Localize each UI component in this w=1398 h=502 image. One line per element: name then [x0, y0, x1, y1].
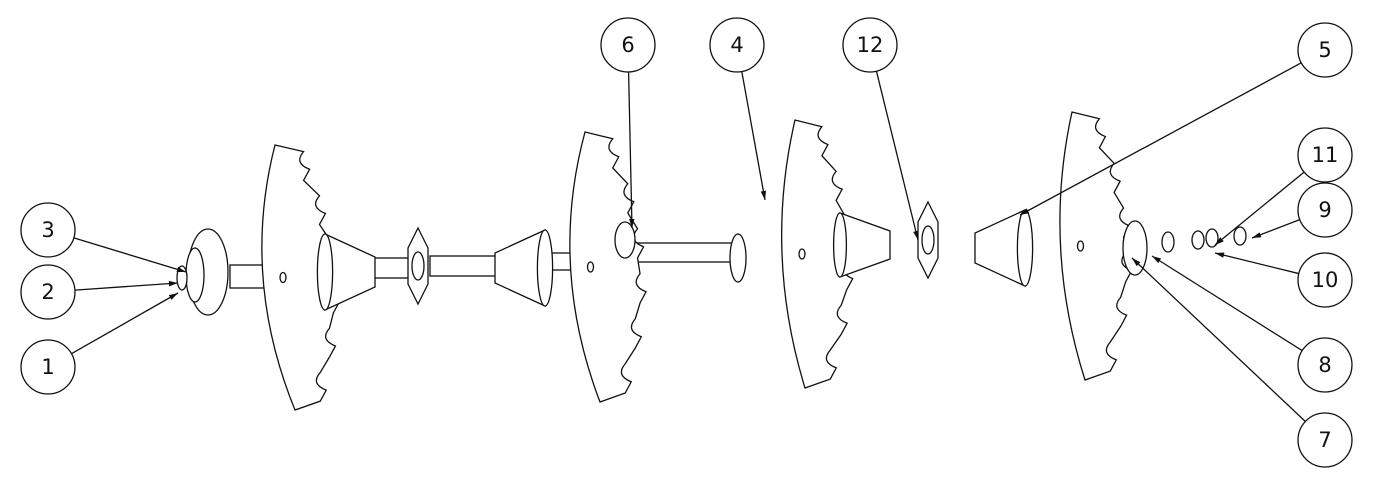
balloon-9: 9	[1297, 182, 1353, 238]
disc-outline	[569, 131, 647, 403]
balloon-label: 12	[857, 33, 884, 57]
disc-outline	[781, 119, 854, 389]
leader-line	[1214, 252, 1299, 275]
balloon-4: 4	[709, 17, 765, 73]
balloon-label: 9	[1318, 198, 1331, 222]
hub-cone-face	[536, 229, 554, 307]
leader-lines	[71, 62, 1306, 422]
balloons-layer: 3 2 1 6 4 12 5 11 9 10 8 7	[20, 17, 1353, 468]
balloon-5: 5	[1297, 22, 1353, 78]
shaft	[429, 255, 501, 277]
washer	[1161, 231, 1175, 253]
flange-bearing	[917, 200, 939, 280]
balloon-circle	[20, 264, 76, 320]
disc-outline	[1059, 111, 1133, 381]
disc-hole	[798, 248, 806, 260]
balloon-6: 6	[600, 17, 656, 73]
balloon-circle	[1297, 127, 1353, 183]
serrated-disc	[1059, 111, 1133, 381]
balloon-7: 7	[1297, 412, 1353, 468]
nut	[1191, 230, 1205, 250]
balloon-label: 8	[1318, 353, 1331, 377]
leader-line	[1131, 257, 1306, 422]
leader-line	[74, 280, 179, 291]
leader-line	[71, 292, 179, 355]
hub-cone	[839, 212, 891, 278]
shaft	[629, 242, 736, 263]
parts-layer	[176, 111, 1247, 411]
balloon-1: 1	[20, 339, 76, 395]
serrated-disc	[569, 131, 647, 403]
leader-line	[73, 237, 187, 273]
balloon-label: 10	[1312, 268, 1339, 292]
flange-bearing	[407, 226, 429, 306]
leader-line	[1251, 219, 1301, 239]
balloon-label: 11	[1312, 143, 1339, 167]
balloon-circle	[1297, 337, 1353, 393]
balloon-circle	[1297, 182, 1353, 238]
nut	[1233, 226, 1247, 246]
bearing	[185, 247, 205, 303]
flange-bore	[921, 225, 935, 255]
balloon-2: 2	[20, 264, 76, 320]
serrated-disc	[781, 119, 854, 389]
balloon-label: 7	[1318, 428, 1331, 452]
hub-cone-face	[832, 212, 848, 278]
balloon-8: 8	[1297, 337, 1353, 393]
leader-line	[1214, 171, 1305, 246]
disc-hole	[1076, 240, 1085, 252]
balloon-11: 11	[1297, 127, 1353, 183]
leader-line	[875, 71, 919, 241]
balloon-circle	[1297, 22, 1353, 78]
balloon-circle	[20, 339, 76, 395]
balloon-circle	[1297, 412, 1353, 468]
balloon-circle	[20, 202, 76, 258]
disc-hole	[279, 271, 287, 284]
leader-line	[1019, 62, 1302, 216]
spacer-cone-face	[1016, 209, 1034, 287]
balloon-10: 10	[1297, 252, 1353, 308]
balloon-circle	[600, 17, 656, 73]
balloon-circle	[842, 17, 898, 73]
shaft-collar	[729, 233, 747, 283]
balloon-label: 1	[41, 355, 54, 379]
balloon-circle	[1297, 252, 1353, 308]
leader-line	[1151, 255, 1303, 352]
flange-bore	[411, 251, 425, 281]
bearing-housing	[1122, 220, 1148, 276]
disc-hole	[586, 261, 595, 273]
balloon-3: 3	[20, 202, 76, 258]
balloon-12: 12	[842, 17, 898, 73]
balloon-label: 3	[41, 218, 54, 242]
leader-line	[741, 71, 767, 201]
balloon-label: 4	[730, 33, 743, 57]
bearing	[614, 221, 636, 259]
hub-cone-face	[316, 233, 334, 311]
balloon-label: 2	[41, 280, 54, 304]
balloon-circle	[709, 17, 765, 73]
leader-line	[627, 71, 635, 229]
balloon-label: 5	[1318, 38, 1331, 62]
balloon-label: 6	[621, 33, 634, 57]
